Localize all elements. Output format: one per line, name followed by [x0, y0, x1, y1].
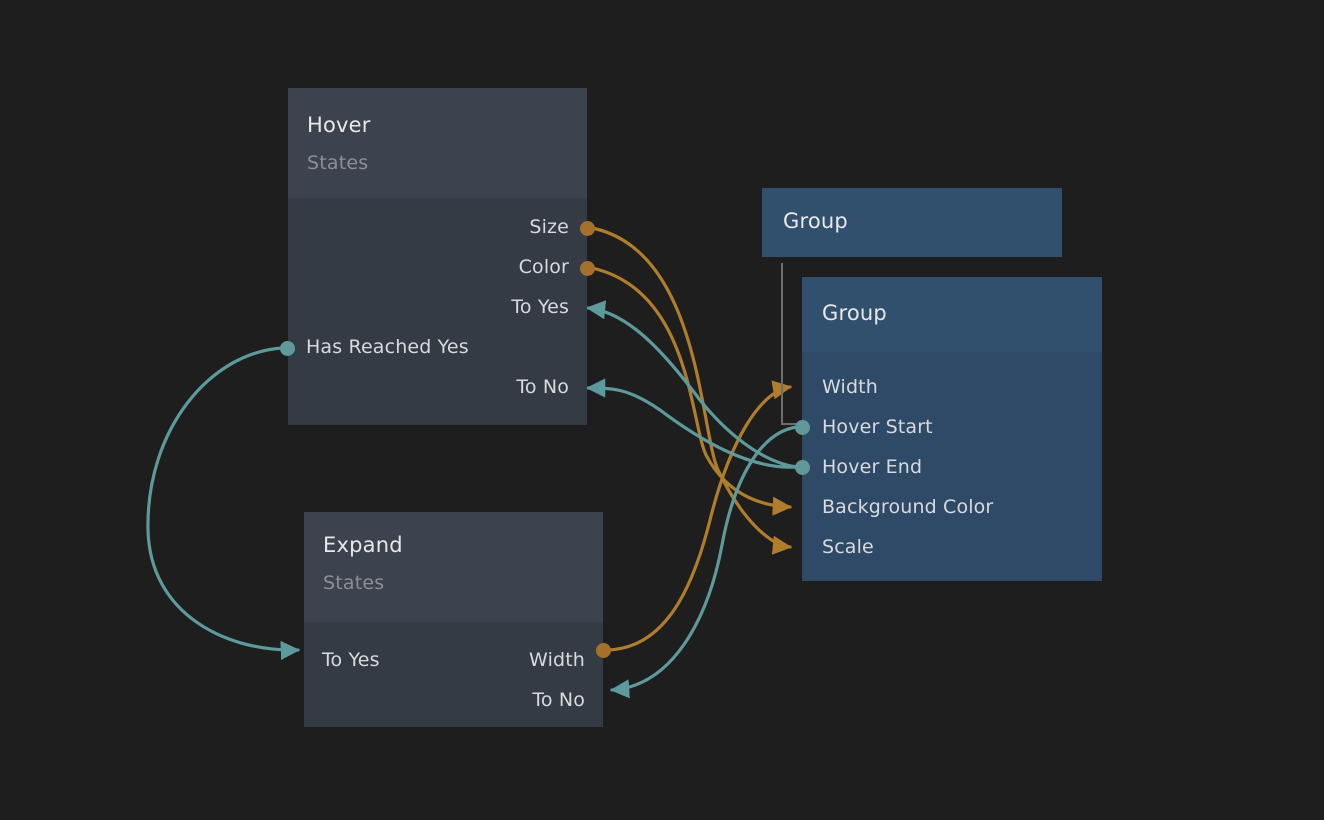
node-expand-header: Expand States: [304, 512, 603, 622]
port-group-in-width[interactable]: Width: [822, 376, 878, 398]
edge-hover-size-to-group-scale: [590, 226, 792, 555]
port-dot-hover-color[interactable]: [580, 261, 595, 276]
port-label: To Yes: [322, 649, 380, 671]
port-expand-out-width[interactable]: Width: [529, 649, 585, 671]
port-label: Hover Start: [822, 416, 933, 438]
node-hover[interactable]: Hover States Size Color To Yes To No Has…: [288, 88, 587, 425]
port-group-in-background-color[interactable]: Background Color: [822, 496, 993, 518]
group-connector-vertical: [781, 263, 783, 425]
node-group-banner-header: Group: [762, 188, 1062, 257]
edge-hover-has-reached-yes-to-expand-to-yes: [146, 346, 300, 661]
edge-hover-color-to-group-background-color: [590, 266, 792, 516]
port-label: Size: [529, 216, 569, 238]
port-label: Width: [529, 649, 585, 671]
port-dot-expand-width[interactable]: [596, 643, 611, 658]
port-label: Width: [822, 376, 878, 398]
node-expand-body: To Yes Width To No: [304, 622, 603, 727]
port-label: Scale: [822, 536, 874, 558]
port-label: To Yes: [511, 296, 569, 318]
edge-group-hover-end-to-hover-to-no: [586, 378, 799, 469]
node-group-body: Width Hover Start Hover End Background C…: [802, 352, 1102, 581]
port-label: Has Reached Yes: [306, 336, 469, 358]
edge-expand-width-to-group-width: [606, 380, 792, 652]
port-label: To No: [516, 376, 569, 398]
port-expand-in-to-yes[interactable]: To Yes: [322, 649, 380, 671]
port-hover-out-size[interactable]: Size: [529, 216, 569, 238]
port-label: Background Color: [822, 496, 994, 518]
port-group-in-hover-end[interactable]: Hover End: [822, 456, 922, 478]
edge-group-hover-start-to-expand-to-no: [610, 425, 799, 699]
node-hover-header: Hover States: [288, 88, 587, 198]
edge-group-hover-end-to-hover-to-yes: [586, 300, 799, 469]
port-group-in-scale[interactable]: Scale: [822, 536, 874, 558]
port-expand-out-to-no[interactable]: To No: [532, 689, 585, 711]
port-hover-in-has-reached-yes[interactable]: Has Reached Yes: [306, 336, 469, 358]
port-dot-group-hover-end[interactable]: [795, 460, 810, 475]
node-expand-title: Expand: [323, 533, 403, 557]
node-group-header: Group: [802, 277, 1102, 352]
port-dot-hover-size[interactable]: [580, 221, 595, 236]
node-hover-title: Hover: [307, 113, 371, 137]
node-group-banner[interactable]: Group: [762, 188, 1062, 257]
port-hover-out-to-yes[interactable]: To Yes: [511, 296, 569, 318]
port-dot-group-hover-start[interactable]: [795, 420, 810, 435]
port-hover-out-to-no[interactable]: To No: [516, 376, 569, 398]
node-hover-subtitle: States: [307, 152, 369, 174]
node-expand-subtitle: States: [323, 572, 385, 594]
node-group-title: Group: [822, 301, 887, 325]
port-hover-out-color[interactable]: Color: [519, 256, 569, 278]
node-group-banner-title: Group: [783, 209, 848, 233]
node-group[interactable]: Group Width Hover Start Hover End Backgr…: [802, 277, 1102, 581]
port-dot-hover-has-reached-yes[interactable]: [280, 341, 295, 356]
node-hover-body: Size Color To Yes To No Has Reached Yes: [288, 198, 587, 425]
node-expand[interactable]: Expand States To Yes Width To No: [304, 512, 603, 727]
port-label: Color: [518, 256, 569, 278]
port-label: To No: [532, 689, 585, 711]
port-label: Hover End: [822, 456, 923, 478]
port-group-in-hover-start[interactable]: Hover Start: [822, 416, 933, 438]
